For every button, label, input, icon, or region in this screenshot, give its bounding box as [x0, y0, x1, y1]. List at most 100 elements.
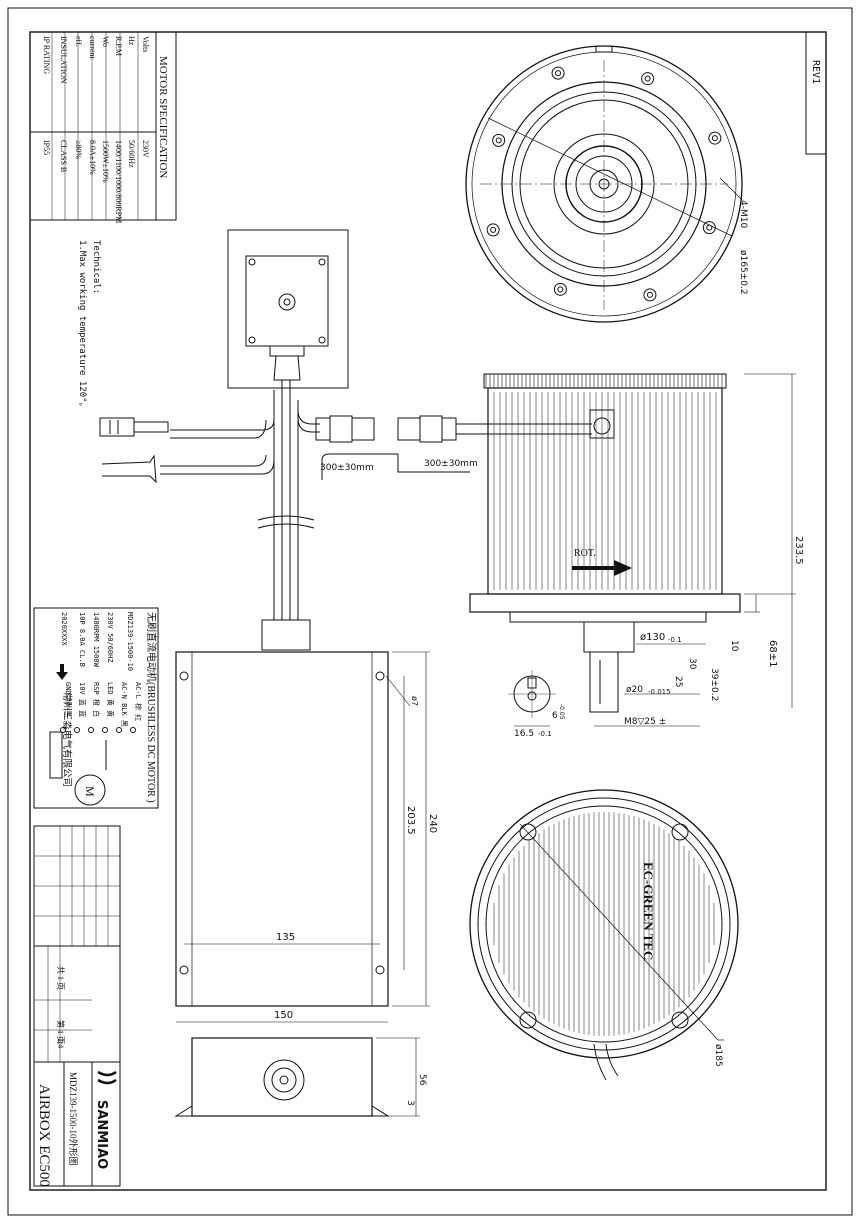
bolt-hole	[486, 223, 500, 237]
wire-terminal	[130, 727, 136, 733]
nameplate-serial: 2020XXXX	[60, 612, 68, 647]
inner-frame	[29, 31, 827, 1191]
bolt-spec: 4-M10	[738, 200, 748, 228]
title-block: 共 1 页 第 1 页 1:4 AIRBOX EC500 MDZ139-1500…	[33, 825, 121, 1187]
bolt-hole	[702, 221, 716, 235]
spigot-diameter: ø130	[640, 632, 665, 643]
housing-length: 233.5	[793, 536, 804, 565]
scale-value: 1:4	[56, 1038, 65, 1048]
nameplate-wire: GND 绿 黑	[64, 682, 73, 717]
rotation-label: ROT.	[574, 548, 596, 559]
nameplate-rating: 230V 50/60HZ	[106, 612, 114, 663]
spec-row-value: IP55	[42, 140, 51, 155]
product-name: AIRBOX EC500	[36, 1084, 52, 1187]
motor-symbol-icon	[74, 774, 106, 806]
box-depth: 56	[417, 1074, 427, 1086]
nameplate-title: 无刷直流电动机(BRUSHLESS DC MOTOR )	[145, 612, 158, 803]
spec-row-label: Hz	[127, 36, 136, 46]
sheet-number: 第 1 页	[56, 1020, 66, 1044]
nameplate-rpm: 1400RPM 1500W	[92, 612, 100, 668]
nameplate-class: 10P 8.0A CL.B	[78, 612, 86, 667]
bolt-core	[495, 137, 502, 144]
nameplate-company: 常州三淼电气有限公司	[61, 692, 73, 787]
spec-row-label: IP RATING	[42, 36, 51, 74]
nameplate-wire: AC-N BLK 黑	[120, 682, 128, 727]
thread-length: 25	[673, 676, 683, 687]
wire-terminal	[74, 727, 80, 733]
box-total-height: 240	[427, 814, 438, 833]
spec-row-value: 1400/1100/1000/800RPM	[114, 140, 123, 223]
rear-diameter: ø185	[713, 1044, 723, 1067]
brand-logo-icon	[97, 1070, 117, 1085]
spec-title: MOTOR SPECIFICATION	[157, 56, 169, 178]
brand-name: SANMIAO	[94, 1100, 109, 1169]
rear-view: ø185 EC-GREEN TEC	[469, 789, 739, 1081]
spec-row-value: 50/60Hz	[127, 140, 136, 168]
controller-top-view	[227, 229, 349, 389]
bolt-core	[644, 75, 651, 82]
bolt-hole	[553, 282, 567, 296]
spec-row-value: ≥80%	[74, 140, 83, 159]
thread-spec: M8▽25 ±	[624, 717, 666, 727]
cable-length-left: 300±30mm	[320, 463, 374, 473]
spec-row-label: eff.	[74, 36, 83, 47]
drawing-title: MDZ139-1500-10外形图	[68, 1072, 79, 1166]
bolt-hole	[641, 72, 655, 86]
shaft-length: 39±0.2	[709, 668, 719, 701]
wire-terminal	[60, 727, 66, 733]
bolt-core	[555, 70, 562, 77]
wire-terminal	[116, 727, 122, 733]
bolt-hole	[492, 133, 506, 147]
bolt-hole	[643, 288, 657, 302]
spec-row-label: Wo	[101, 36, 110, 47]
revision-box: REV1	[805, 31, 827, 155]
motor-side-view: ROT. 233.5 10 68±1 ø130 -0.1 ø20 -0.015 …	[469, 373, 804, 727]
key-depth: 16.5	[514, 729, 534, 739]
outer-frame	[7, 7, 853, 1216]
wire-terminal	[88, 727, 94, 733]
spec-row-value: 230V	[141, 140, 150, 158]
controller-side-view: 56 3	[174, 1037, 427, 1117]
hole-diameter: ø7	[410, 696, 419, 706]
nameplate-wire: LED 黄 黄	[106, 682, 115, 717]
spigot-tolerance: -0.1	[668, 636, 682, 644]
flange-diameter: ø165±0.2	[738, 250, 748, 295]
motor-symbol: M	[83, 786, 97, 797]
shaft-tolerance: -0.015	[648, 688, 671, 696]
box-base: 3	[405, 1100, 415, 1106]
rear-brand-text: EC-GREEN TEC	[641, 862, 656, 960]
spec-table: MOTOR SPECIFICATION Volts230VHz50/60HzR.…	[29, 31, 177, 223]
box-hole-height: 203.5	[405, 806, 416, 835]
sheet-total: 共 1 页	[56, 966, 65, 990]
spec-row-label: current	[88, 36, 97, 59]
shaft-total: 68±1	[767, 640, 778, 667]
box-width: 150	[274, 1010, 293, 1021]
bolt-core	[490, 226, 497, 233]
controller-front-view: ø7 203.5 240 135 150	[175, 651, 438, 1023]
nameplate-wire: AC-L 棕 红	[134, 682, 143, 721]
bolt-hole	[708, 131, 722, 145]
bolt-core	[557, 286, 564, 293]
nameplate-model: MDZ139-1500-10	[126, 612, 134, 671]
bolt-core	[646, 291, 653, 298]
shaft-key-section: 6 -0.05 16.5 -0.1	[508, 670, 565, 739]
key-length: 30	[687, 658, 697, 670]
nameplate: 无刷直流电动机(BRUSHLESS DC MOTOR ) MDZ139-1500…	[33, 607, 159, 809]
spec-row-label: INSULATION	[59, 36, 68, 84]
flange-thickness: 10	[729, 640, 739, 652]
technical-note: 1.Max working temperature 120°。	[77, 240, 87, 412]
spec-row-label: Volts	[141, 36, 150, 52]
spec-row-value: 8.0A±10%	[88, 140, 97, 175]
nameplate-wire: RSP 橙 白	[92, 682, 101, 717]
key-width: 6	[552, 711, 558, 721]
nameplate-wire: 10V 蓝 蓝	[78, 682, 87, 717]
spec-row-value: 1500W±10%	[101, 140, 110, 183]
box-hole-spacing: 135	[276, 932, 295, 943]
bolt-core	[711, 135, 718, 142]
spec-row-value: CLASS B	[59, 140, 68, 172]
front-view: 4-M10 ø165±0.2	[465, 45, 748, 323]
technical-title: Technical:	[91, 240, 101, 294]
key-depth-tolerance: -0.1	[538, 730, 552, 738]
bolt-hole	[551, 66, 565, 80]
